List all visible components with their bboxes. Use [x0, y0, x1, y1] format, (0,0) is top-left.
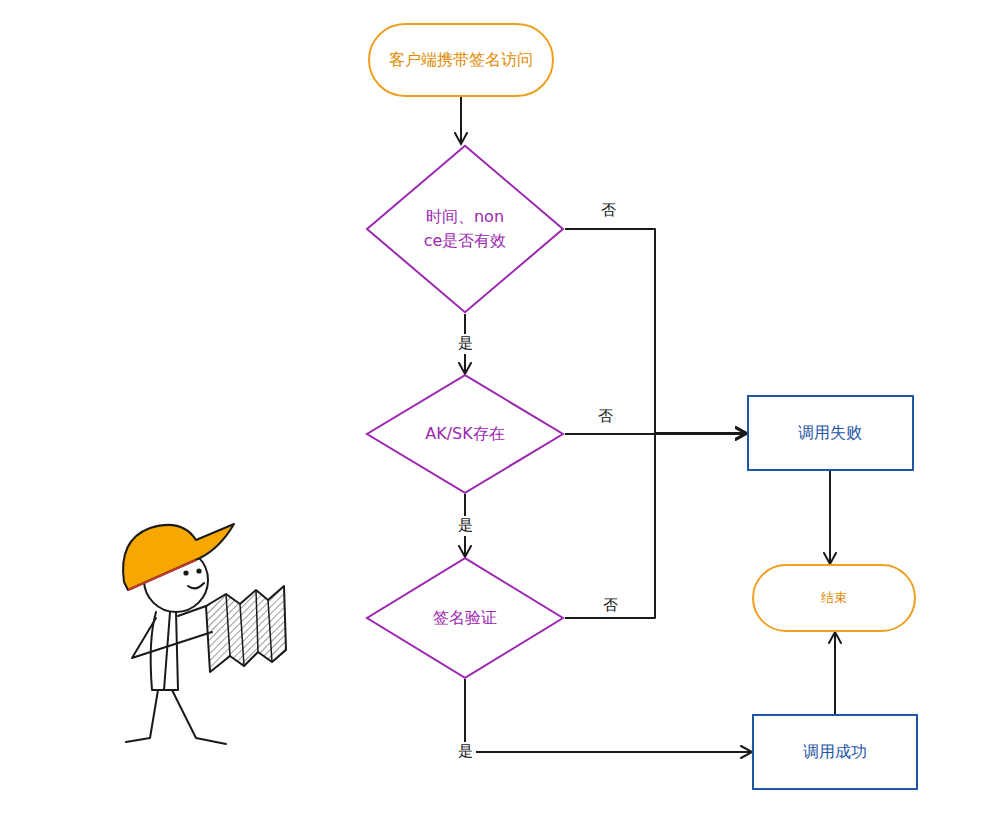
- edge-label: 否: [595, 407, 616, 427]
- text-holder: 调用失败: [798, 421, 862, 445]
- diamond-outline: [365, 144, 565, 314]
- text-holder: 结束: [821, 588, 847, 608]
- text-holder: 签名验证: [433, 606, 497, 630]
- edge-label: 是: [455, 516, 476, 536]
- flow-arrow: [834, 632, 836, 714]
- process-box: 调用失败: [747, 395, 914, 471]
- decision-diamond: 签名验证: [365, 557, 565, 679]
- text-holder: AK/SK存在: [425, 422, 504, 446]
- decision-diamond: 时间、nonce是否有效: [365, 144, 565, 314]
- node-label: 结束: [821, 588, 847, 608]
- node-label: 时间、nonce是否有效: [423, 205, 507, 253]
- node-label: 客户端携带签名访问: [389, 48, 533, 72]
- flow-arrow: [565, 433, 747, 618]
- node-label: 签名验证: [433, 606, 497, 630]
- end-terminal: 结束: [752, 564, 916, 632]
- decision-diamond: AK/SK存在: [365, 374, 565, 494]
- edge-label: 是: [455, 742, 476, 762]
- node-label: AK/SK存在: [425, 422, 504, 446]
- text-holder: 客户端携带签名访问: [389, 48, 533, 72]
- text-holder: 调用成功: [803, 740, 867, 764]
- process-box: 调用成功: [752, 714, 918, 790]
- flow-arrow: [829, 471, 831, 564]
- edge-label: 否: [598, 201, 619, 221]
- node-label: 调用成功: [803, 740, 867, 764]
- text-holder: 时间、nonce是否有效: [423, 205, 507, 253]
- flow-arrow: [465, 679, 752, 752]
- edge-label: 否: [600, 596, 621, 616]
- flow-arrow: [460, 97, 462, 144]
- edge-label: 是: [455, 334, 476, 354]
- flow-arrow: [565, 229, 747, 433]
- start-terminal: 客户端携带签名访问: [368, 23, 554, 97]
- node-label: 调用失败: [798, 421, 862, 445]
